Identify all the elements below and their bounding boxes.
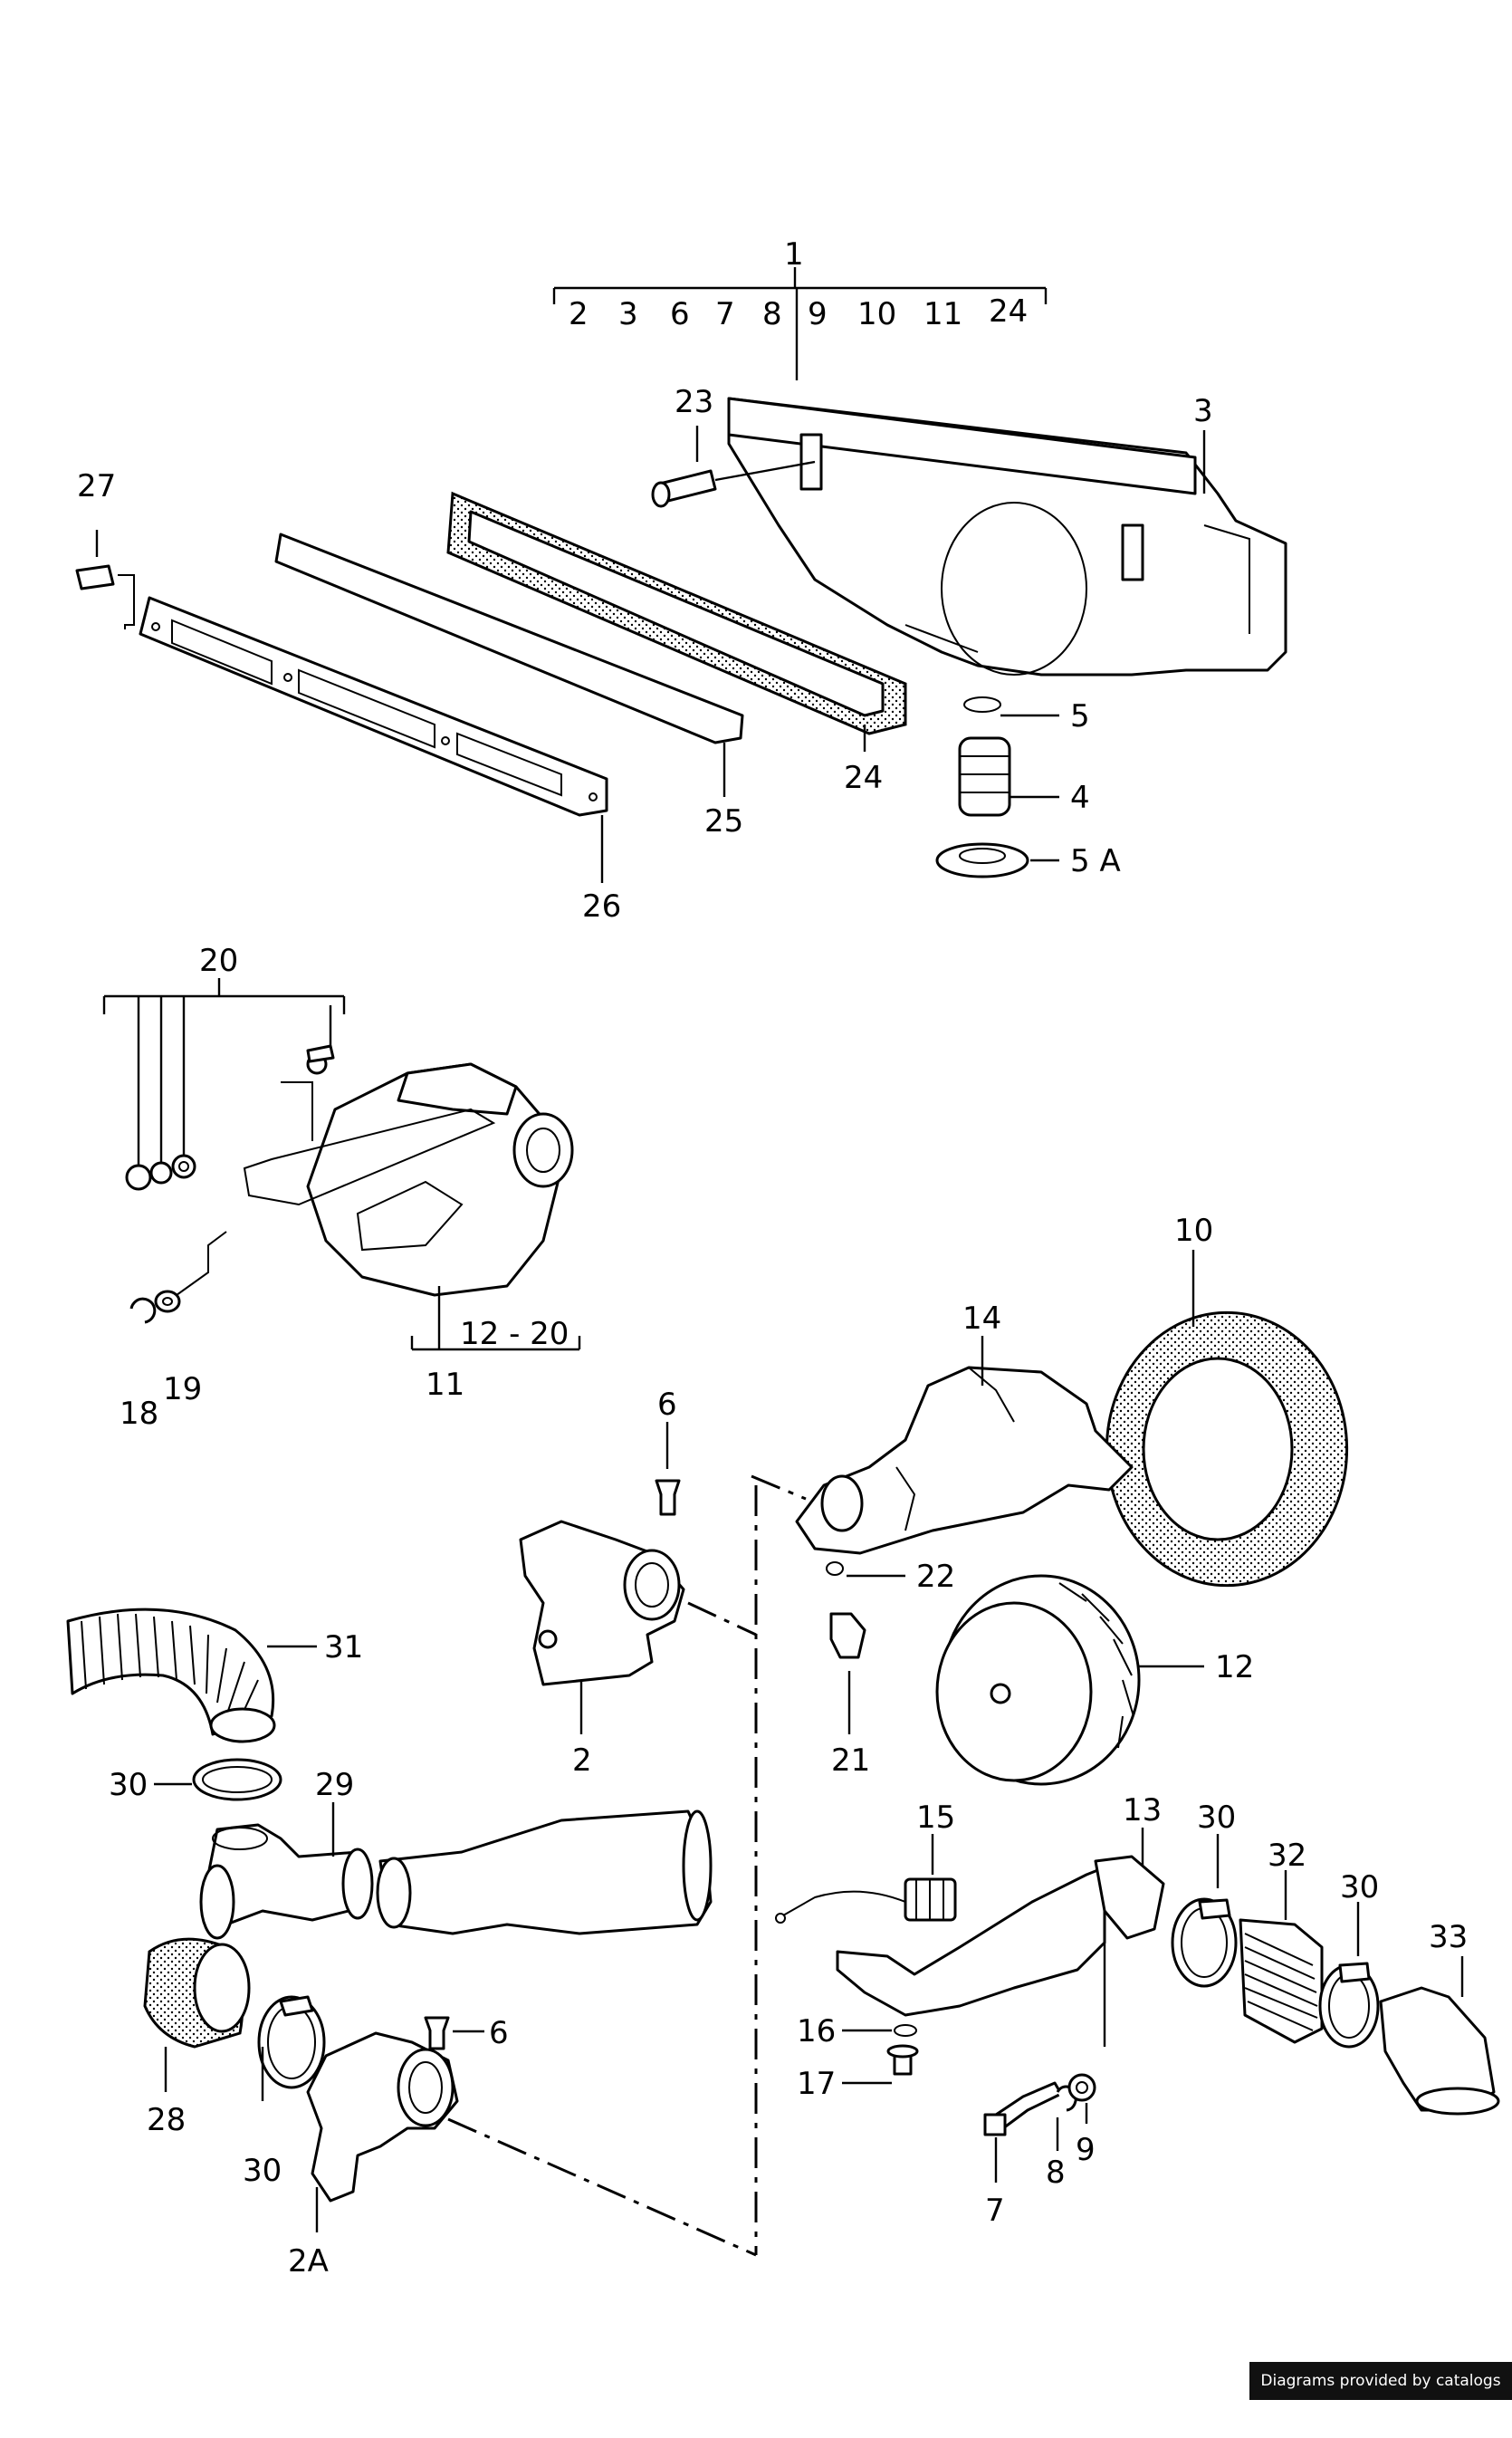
washer-19 — [156, 1232, 226, 1311]
elbow-2a — [308, 2033, 457, 2232]
label-2: 2 — [572, 1742, 592, 1779]
label-group-9: 9 — [808, 296, 828, 332]
blower-motor-assembly — [244, 1046, 572, 1295]
screw-27 — [77, 530, 134, 629]
label-group-10: 10 — [857, 296, 896, 332]
duct-tube-long — [378, 1811, 711, 1934]
label-25: 25 — [704, 803, 743, 840]
label-10: 10 — [1174, 1213, 1213, 1249]
label-14: 14 — [962, 1301, 1001, 1337]
label-group-3: 3 — [618, 296, 638, 332]
label-26: 26 — [582, 888, 621, 925]
grommet-4 — [960, 738, 1059, 815]
label-4: 4 — [1070, 780, 1090, 816]
ring-5 — [964, 697, 1059, 715]
label-3: 3 — [1193, 393, 1213, 429]
resistor-15 — [776, 1834, 955, 1923]
label-group-8: 8 — [762, 296, 782, 332]
label-13: 13 — [1123, 1792, 1162, 1828]
gasket-10 — [1106, 1250, 1346, 1586]
washer-16 — [842, 2025, 916, 2036]
label-31: 31 — [324, 1629, 363, 1665]
label-6-lower: 6 — [489, 2015, 509, 2051]
label-12-20: 12 - 20 — [460, 1316, 569, 1352]
fan-housing-14 — [797, 1336, 1132, 1553]
label-20: 20 — [199, 943, 238, 979]
label-28: 28 — [147, 2102, 186, 2138]
label-24: 24 — [844, 760, 883, 796]
plug-6-lower — [426, 2018, 484, 2049]
group-bracket-20 — [104, 978, 344, 1168]
label-23: 23 — [675, 384, 713, 420]
label-group-7: 7 — [715, 296, 735, 332]
label-29: 29 — [315, 1767, 354, 1803]
label-group-11: 11 — [923, 296, 962, 332]
label-17: 17 — [797, 2066, 836, 2102]
label-16: 16 — [797, 2013, 836, 2049]
label-15: 15 — [916, 1800, 955, 1836]
label-5: 5 — [1070, 698, 1090, 734]
label-group-2: 2 — [569, 296, 589, 332]
label-12: 12 — [1215, 1649, 1254, 1685]
label-30-d: 30 — [243, 2153, 282, 2189]
label-30-a: 30 — [109, 1767, 148, 1803]
plug-6-upper — [656, 1422, 679, 1514]
label-6-upper: 6 — [657, 1387, 677, 1423]
label-33: 33 — [1429, 1919, 1468, 1955]
lower-housing-13 — [837, 1828, 1163, 2047]
flexible-hose-31 — [68, 1609, 317, 1742]
label-32: 32 — [1268, 1838, 1306, 1874]
seal-5a — [937, 844, 1059, 877]
clamp-30b — [1172, 1834, 1236, 1986]
gasket-plate-26 — [140, 598, 607, 815]
label-27: 27 — [77, 468, 116, 504]
screw-17 — [842, 2046, 917, 2083]
clip-21 — [831, 1614, 865, 1734]
label-2a: 2A — [288, 2243, 329, 2280]
label-22: 22 — [916, 1559, 955, 1595]
clamp-30c — [1320, 1902, 1378, 2047]
y-pipe-29 — [201, 1802, 372, 1938]
clip-18 — [131, 1299, 155, 1322]
label-group-24: 24 — [989, 293, 1028, 330]
label-9: 9 — [1076, 2132, 1096, 2168]
air-duct-2 — [521, 1521, 684, 1734]
label-21: 21 — [831, 1742, 870, 1779]
label-19: 19 — [163, 1371, 202, 1407]
label-group-6: 6 — [670, 296, 690, 332]
credit-badge: Diagrams provided by catalogs parts — [1249, 2362, 1512, 2400]
label-7: 7 — [985, 2193, 1005, 2229]
oring-22 — [827, 1562, 905, 1576]
label-1: 1 — [784, 236, 804, 273]
label-5a: 5 A — [1070, 843, 1121, 879]
corrugated-hose-32 — [1240, 1870, 1322, 2042]
heater-box-housing — [729, 398, 1286, 675]
insulated-hose-28 — [145, 1939, 249, 2092]
fan-wheel-12 — [937, 1576, 1204, 1784]
label-8: 8 — [1046, 2155, 1066, 2191]
clamp-30a — [154, 1760, 281, 1800]
label-11: 11 — [426, 1367, 464, 1403]
label-18: 18 — [120, 1396, 158, 1432]
elbow-33 — [1381, 1956, 1498, 2114]
label-30-c: 30 — [1340, 1869, 1379, 1905]
label-30-b: 30 — [1197, 1800, 1236, 1836]
